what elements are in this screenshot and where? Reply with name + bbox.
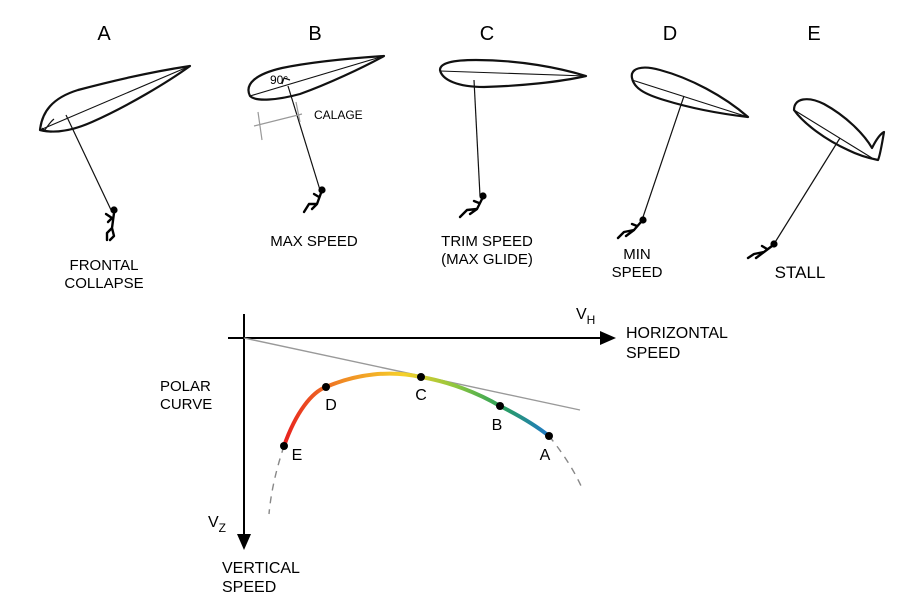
- wing-d-caption-line2: SPEED: [612, 264, 663, 281]
- wing-c-riser: [473, 79, 481, 197]
- wing-a-pilot: [104, 206, 118, 242]
- wing-c-group: C TRIM SPEED (MAX GLIDE): [438, 23, 588, 268]
- polar-curve-group: E D C B A POLAR CURVE: [160, 337, 583, 515]
- polar-point-d: [322, 383, 330, 391]
- wing-e-riser: [773, 137, 841, 245]
- wing-a-caption-line1: FRONTAL: [70, 257, 139, 274]
- wing-b-right-angle: [281, 77, 291, 85]
- axes-group: VH HORIZONTAL SPEED VZ VERTICAL SPEED: [208, 306, 728, 596]
- wing-e-chord: [793, 109, 873, 159]
- vh-symbol: VH: [576, 306, 595, 327]
- wing-b-letter: B: [308, 23, 321, 45]
- polar-label-c: C: [415, 387, 427, 404]
- wing-a-group: A FRONTAL COLLAPSE: [38, 23, 192, 292]
- wing-a-riser: [65, 114, 113, 213]
- wing-d-chord: [631, 79, 749, 118]
- wing-e-letter: E: [807, 23, 820, 45]
- wing-b-riser: [287, 85, 321, 191]
- vz-symbol: VZ: [208, 514, 226, 535]
- wing-a-caption-line2: COLLAPSE: [64, 275, 143, 292]
- polar-label-b: B: [492, 417, 503, 434]
- wing-e-pilot: [746, 240, 778, 260]
- wing-e-canopy: [792, 98, 886, 162]
- wing-b-caption-line1: MAX SPEED: [270, 233, 358, 250]
- wing-a-letter: A: [97, 23, 111, 45]
- wing-b-chord: [249, 55, 385, 97]
- polar-point-c: [417, 373, 425, 381]
- vertical-speed-label-line1: VERTICAL: [222, 560, 300, 577]
- wing-c-pilot: [458, 192, 487, 219]
- wing-e-group: E STALL: [746, 23, 886, 282]
- wing-a-chord: [39, 65, 191, 131]
- polar-curve-label-line2: CURVE: [160, 396, 212, 413]
- polar-label-a: A: [540, 447, 551, 464]
- wing-c-caption-line2: (MAX GLIDE): [441, 251, 533, 268]
- wing-c-caption-line1: TRIM SPEED: [441, 233, 533, 250]
- polar-curve-label-line1: POLAR: [160, 378, 211, 395]
- polar-label-e: E: [292, 447, 303, 464]
- calage-label: CALAGE: [314, 108, 363, 122]
- wing-d-letter: D: [663, 23, 677, 45]
- polar-curve-extension-left: [268, 445, 285, 515]
- wing-d-riser: [641, 95, 685, 221]
- wing-d-group: D MIN SPEED: [612, 23, 750, 281]
- angle-90-label: 90°: [270, 73, 288, 87]
- polar-point-a: [545, 432, 553, 440]
- horizontal-axis-arrowhead: [600, 331, 616, 345]
- wing-c-chord: [439, 70, 587, 77]
- wing-d-pilot: [616, 216, 647, 240]
- vertical-speed-label-line2: SPEED: [222, 579, 276, 596]
- wing-d-canopy: [630, 66, 750, 119]
- horizontal-speed-label-line1: HORIZONTAL: [626, 325, 728, 342]
- wing-b-pilot: [302, 186, 326, 214]
- polar-point-b: [496, 402, 504, 410]
- polar-point-e: [280, 442, 288, 450]
- wing-e-caption-line1: STALL: [775, 263, 826, 282]
- horizontal-speed-label-line2: SPEED: [626, 345, 680, 362]
- polar-curve-extension-right: [548, 435, 583, 489]
- wing-d-caption-line1: MIN: [623, 246, 651, 263]
- vertical-axis-arrowhead: [237, 534, 251, 550]
- wing-c-letter: C: [480, 23, 494, 45]
- calage-dimension-lines: [253, 101, 303, 141]
- polar-label-d: D: [325, 397, 337, 414]
- wing-b-group: B 90° CALAGE MAX SPEED: [247, 23, 386, 250]
- wing-a-collapse-fold: [41, 118, 57, 133]
